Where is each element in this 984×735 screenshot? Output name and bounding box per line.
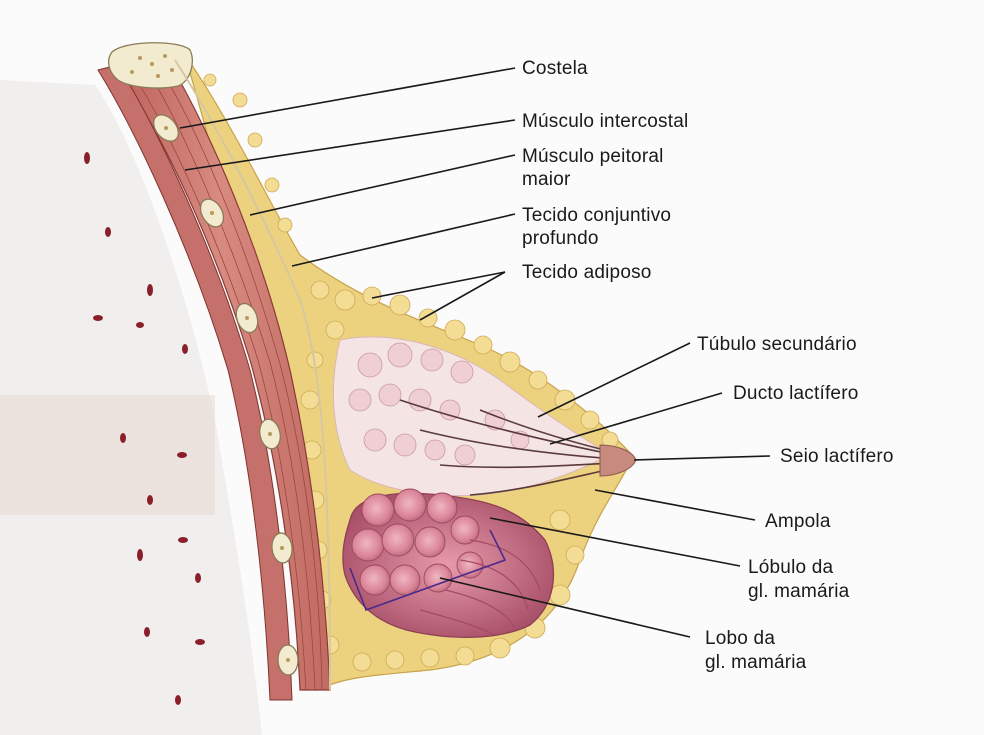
label-lobo-line1: Lobo da — [705, 627, 775, 650]
label-tubulo-secundario: Túbulo secundário — [697, 333, 857, 356]
leader-seio-lactifero — [634, 456, 770, 460]
label-tecido-conjuntivo-line1: Tecido conjuntivo — [522, 204, 671, 227]
label-lobulo-line1: Lóbulo da — [748, 556, 833, 579]
leader-tecido-conjuntivo — [292, 214, 515, 266]
label-musculo-peitoral-line1: Músculo peitoral — [522, 145, 664, 168]
label-lobulo-line2: gl. mamária — [748, 580, 849, 603]
leader-tecido-adiposo-b — [420, 272, 505, 320]
label-musculo-intercostal: Músculo intercostal — [522, 110, 688, 133]
label-ampola: Ampola — [765, 510, 831, 533]
leader-tubulo-secundario — [538, 343, 690, 417]
label-musculo-peitoral-line2: maior — [522, 168, 571, 191]
label-lobo-line2: gl. mamária — [705, 651, 806, 674]
label-ducto-lactifero: Ducto lactífero — [733, 382, 859, 405]
label-seio-lactifero: Seio lactífero — [780, 445, 894, 468]
label-tecido-adiposo: Tecido adiposo — [522, 261, 652, 284]
label-costela: Costela — [522, 57, 588, 80]
label-tecido-conjuntivo-line2: profundo — [522, 227, 599, 250]
leader-tecido-adiposo-a — [372, 272, 505, 298]
leader-musculo-peitoral — [250, 155, 515, 215]
nipple — [600, 445, 636, 476]
leader-costela — [180, 68, 515, 128]
leader-ampola — [595, 490, 755, 520]
